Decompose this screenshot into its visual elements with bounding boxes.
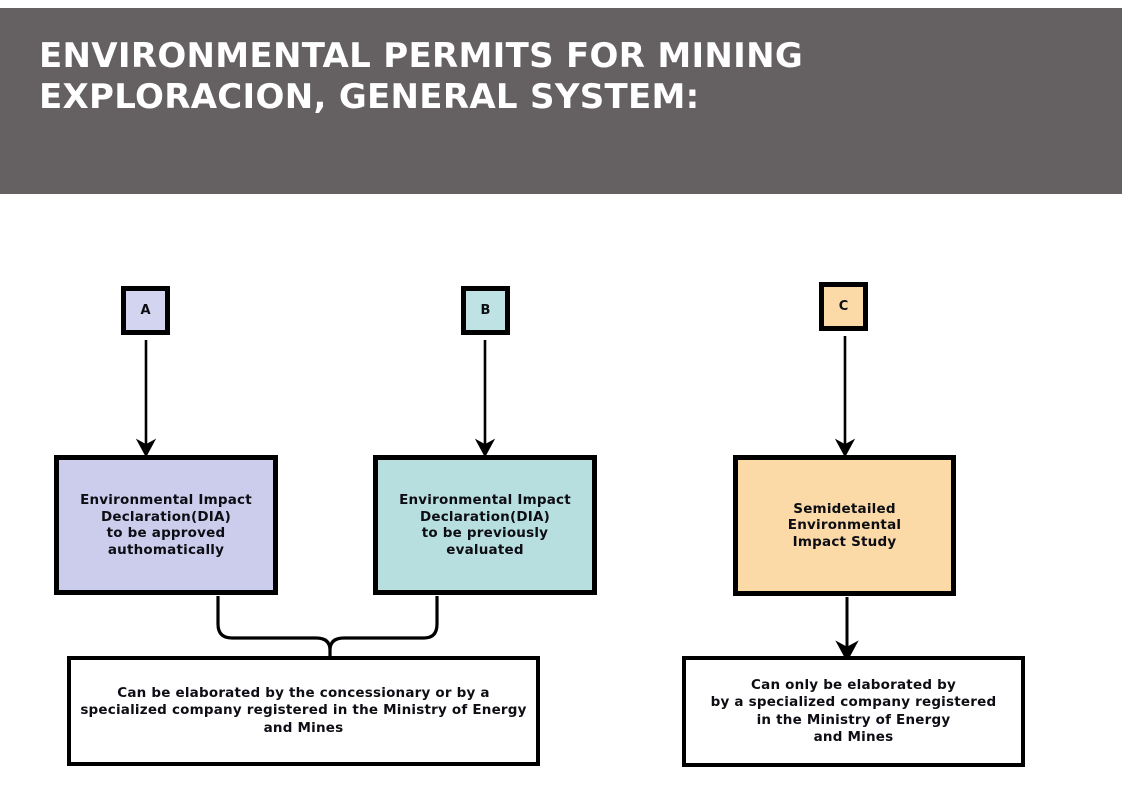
header-band [0,8,1122,194]
outcome-box-right[interactable]: Can only be elaborated by by a specializ… [682,656,1025,767]
process-box-dia-automatic[interactable]: Environmental Impact Declaration(DIA) to… [54,455,278,595]
process-box-dia-evaluated[interactable]: Environmental Impact Declaration(DIA) to… [373,455,597,595]
tag-box-a[interactable]: A [121,286,170,335]
tag-box-b[interactable]: B [461,286,510,335]
process-box-semidetailed-eis[interactable]: Semidetailed Environmental Impact Study [733,455,956,596]
page-title: ENVIRONMENTAL PERMITS FOR MINING EXPLORA… [39,36,804,117]
tag-box-c[interactable]: C [819,282,868,331]
curly-brace-connector [216,596,439,656]
outcome-box-left[interactable]: Can be elaborated by the concessionary o… [67,656,540,766]
